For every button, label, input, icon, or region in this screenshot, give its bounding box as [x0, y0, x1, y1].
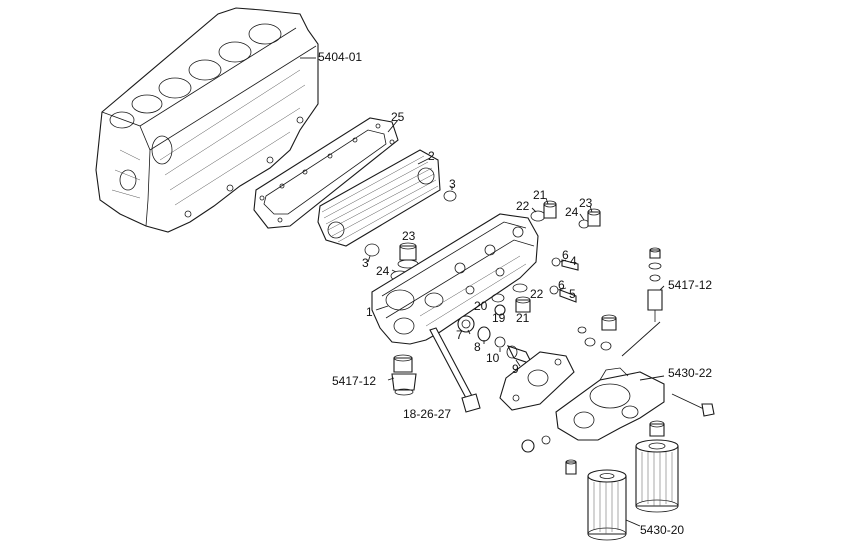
o-ring-3-right [443, 190, 457, 202]
washer-22-upper [530, 210, 546, 222]
label-5404-01: 5404-01 [318, 50, 362, 64]
ring-10 [494, 336, 506, 348]
callout-labels: 5404-01 25 2 3 3 23 24 22 21 23 24 6 4 6… [318, 50, 712, 537]
label-5: 5 [569, 287, 576, 301]
sensor-5417-12-left [391, 354, 417, 396]
label-2: 2 [428, 149, 435, 163]
label-6-lower: 6 [558, 278, 565, 292]
plug-7 [457, 315, 475, 333]
label-3-left: 3 [362, 256, 369, 270]
washer-mid-a [577, 326, 587, 334]
label-20: 20 [474, 299, 488, 313]
ring-8 [477, 326, 491, 342]
label-7: 7 [456, 328, 463, 342]
label-5430-22: 5430-22 [668, 366, 712, 380]
ring-20 [491, 293, 505, 303]
fitting-upper-mid [601, 314, 617, 331]
oil-filter-housing-1 [371, 213, 539, 345]
oil-cooler-2 [317, 149, 441, 247]
label-22-upper: 22 [516, 199, 530, 213]
o-ring-3-left [364, 243, 380, 257]
screw-4 [551, 257, 579, 271]
plug-19 [494, 304, 506, 316]
label-24-left: 24 [376, 264, 390, 278]
leader-lines [300, 57, 665, 527]
plug-21-upper [543, 200, 557, 219]
label-9: 9 [512, 362, 519, 376]
gasket-plate [499, 351, 575, 411]
filter-head-5430-22 [555, 367, 715, 441]
plug-21-lower [515, 296, 531, 313]
label-18-26-27: 18-26-27 [403, 407, 451, 421]
washer-mid-b [584, 337, 596, 347]
sensor-5417-12-right [647, 247, 663, 322]
engine-block [95, 7, 319, 233]
label-5430-20: 5430-20 [640, 523, 684, 537]
plug-23-upper [587, 208, 601, 227]
label-23-left: 23 [402, 229, 416, 243]
label-5417-12-left: 5417-12 [332, 374, 376, 388]
label-3-right: 3 [449, 177, 456, 191]
bolt-18-26-27 [429, 327, 481, 413]
gasket-25 [253, 117, 399, 229]
washer-22-lower [512, 283, 528, 293]
label-5417-12-right: 5417-12 [668, 278, 712, 292]
plug-lower-left [521, 435, 551, 453]
plug-23-left [397, 242, 419, 269]
label-21-upper: 21 [533, 188, 547, 202]
filter-cartridge-left [587, 469, 627, 541]
label-22-lower: 22 [530, 287, 544, 301]
filter-cartridge-right [635, 420, 679, 513]
label-24-upper: 24 [565, 205, 579, 219]
label-8: 8 [474, 340, 481, 354]
label-4: 4 [570, 254, 577, 268]
washer-mid-c [600, 341, 612, 351]
label-21-lower: 21 [516, 311, 530, 325]
label-25: 25 [391, 110, 405, 124]
label-19: 19 [492, 311, 506, 325]
label-1: 1 [366, 305, 373, 319]
label-10: 10 [486, 351, 500, 365]
label-23-upper: 23 [579, 196, 593, 210]
label-6-upper: 6 [562, 248, 569, 262]
drain-plug [565, 459, 577, 475]
